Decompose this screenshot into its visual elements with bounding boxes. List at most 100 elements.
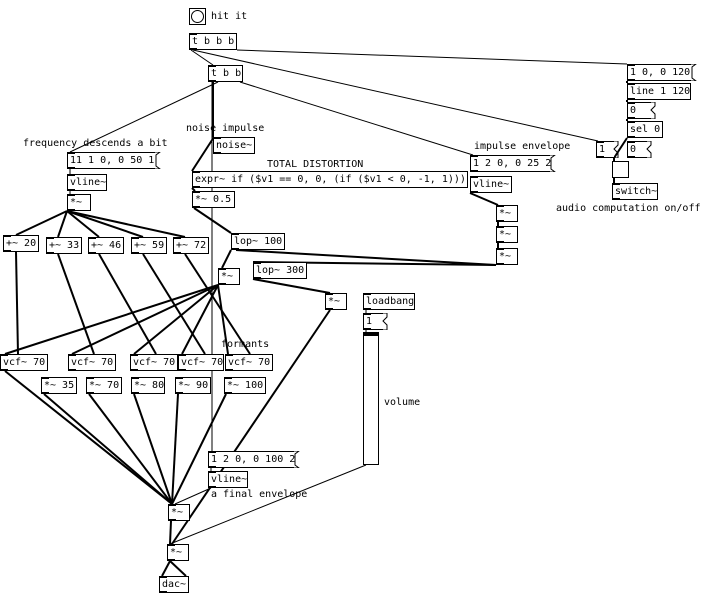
patch-cord <box>66 210 100 238</box>
patch-cord <box>71 284 219 355</box>
message-impulse-envelope[interactable]: 1 2 0, 0 25 2 <box>470 155 556 172</box>
object-vcf-2[interactable]: vcf~ 70 <box>68 354 116 371</box>
comment-noise-impulse: noise impulse <box>186 123 265 134</box>
object-vcf-3[interactable]: vcf~ 70 <box>130 354 178 371</box>
object-mul-80[interactable]: *~ 80 <box>131 377 165 394</box>
object-vline-impulse[interactable]: vline~ <box>470 176 512 193</box>
object-noise[interactable]: noise~ <box>213 137 255 154</box>
comment-impulse-envelope: impulse envelope <box>474 141 571 152</box>
object-vcf-5[interactable]: vcf~ 70 <box>225 354 273 371</box>
number-loadbang-value-text: 1 <box>366 316 373 327</box>
number-sel-right[interactable]: 0 <box>627 141 652 158</box>
patch-cord <box>613 137 628 159</box>
message-ramp-text: 1 0, 0 120 <box>630 67 691 78</box>
patch-cord <box>169 464 367 545</box>
message-freq-envelope-text: 11 1 0, 0 50 1 <box>70 155 155 166</box>
patch-cord <box>142 253 206 355</box>
object-vcf-4[interactable]: vcf~ 70 <box>178 354 224 371</box>
object-mul-35[interactable]: *~ 35 <box>41 377 77 394</box>
dsp-toggle[interactable] <box>612 161 629 178</box>
patch-cord <box>15 210 68 236</box>
object-mul-volume[interactable]: *~ <box>325 293 347 310</box>
comment-audio-computation: audio computation on/off <box>556 203 701 214</box>
object-add-33[interactable]: +~ 33 <box>46 237 82 254</box>
object-mul-70[interactable]: *~ 70 <box>86 377 122 394</box>
patch-cord <box>217 284 229 355</box>
object-vcf-1[interactable]: vcf~ 70 <box>0 354 48 371</box>
patch-cord <box>191 136 215 172</box>
patch-cord <box>15 251 19 355</box>
object-dac[interactable]: dac~ <box>159 576 189 593</box>
object-mul-100[interactable]: *~ 100 <box>224 377 266 394</box>
object-add-72[interactable]: +~ 72 <box>173 237 209 254</box>
object-mul-impulse-1[interactable]: *~ <box>496 205 518 222</box>
patch-cord <box>66 210 144 238</box>
object-mul-impulse-3[interactable]: *~ <box>496 248 518 265</box>
patch-cord <box>252 278 331 294</box>
object-loadbang[interactable]: loadbang <box>363 293 415 310</box>
comment-volume: volume <box>384 397 421 408</box>
object-vline-final[interactable]: vline~ <box>208 471 248 488</box>
object-add-46[interactable]: +~ 46 <box>88 237 124 254</box>
number-line-output[interactable]: 0 <box>627 102 656 119</box>
patch-cord <box>169 560 187 577</box>
patch-cord <box>190 49 214 66</box>
number-toggle-value[interactable]: 1 <box>596 141 619 158</box>
patch-cord <box>469 192 499 206</box>
patch-cord <box>88 393 173 505</box>
message-final-envelope[interactable]: 1 2 0, 0 100 2 <box>208 451 300 468</box>
object-add-59[interactable]: +~ 59 <box>131 237 167 254</box>
patch-cord <box>66 210 186 238</box>
object-add-20[interactable]: +~ 20 <box>3 235 39 252</box>
patch-cord <box>171 309 331 545</box>
object-vline-freq[interactable]: vline~ <box>67 174 107 191</box>
patch-cord <box>221 249 232 269</box>
patch-cord <box>161 560 171 577</box>
hit-bang-button[interactable] <box>189 8 206 25</box>
object-mul-90[interactable]: *~ 90 <box>175 377 211 394</box>
object-line-120[interactable]: line 1 120 <box>627 83 691 100</box>
patch-cord <box>184 253 251 355</box>
patch-cord <box>57 253 95 355</box>
object-switch[interactable]: switch~ <box>612 183 658 200</box>
patch-cord <box>133 393 173 505</box>
volume-slider[interactable] <box>363 332 379 465</box>
patch-cord <box>98 253 157 355</box>
comment-formants: formants <box>221 339 270 350</box>
bang-circle-icon <box>191 10 204 23</box>
volume-slider-knob[interactable] <box>364 333 378 336</box>
number-line-output-text: 0 <box>630 105 637 116</box>
object-mul-impulse-2[interactable]: *~ <box>496 226 518 243</box>
number-toggle-value-text: 1 <box>599 144 606 155</box>
object-sel-0[interactable]: sel 0 <box>627 121 663 138</box>
object-mul-out[interactable]: *~ <box>167 544 189 561</box>
object-lop-100[interactable]: lop~ 100 <box>231 233 285 250</box>
message-ramp[interactable]: 1 0, 0 120 <box>627 64 697 81</box>
comment-total-distortion: TOTAL DISTORTION <box>267 159 364 170</box>
object-mul-sum[interactable]: *~ <box>168 504 190 521</box>
number-loadbang-value[interactable]: 1 <box>363 313 388 330</box>
patch-cord <box>239 81 474 156</box>
object-trigger-bbb[interactable]: t b b b <box>189 33 237 50</box>
object-trigger-bb[interactable]: t b b <box>208 65 243 82</box>
message-freq-envelope[interactable]: 11 1 0, 0 50 1 <box>67 152 161 169</box>
patch-cord <box>57 210 68 238</box>
patch-cord <box>169 520 172 545</box>
patch-cord <box>133 284 219 355</box>
patch-cord <box>171 393 179 505</box>
patch-cord <box>171 393 227 505</box>
object-expr[interactable]: expr~ if ($v1 == 0, 0, (if ($v1 < 0, -1,… <box>192 171 468 188</box>
patch-cord <box>4 284 219 355</box>
object-mul-0-5[interactable]: *~ 0.5 <box>192 191 235 208</box>
patch-cord <box>174 487 212 505</box>
patch-cord <box>43 393 173 505</box>
object-mul-excitation[interactable]: *~ <box>218 268 240 285</box>
object-mul-freq[interactable]: *~ <box>67 194 91 211</box>
message-final-envelope-text: 1 2 0, 0 100 2 <box>211 454 296 465</box>
message-impulse-envelope-text: 1 2 0, 0 25 2 <box>473 158 552 169</box>
object-lop-300[interactable]: lop~ 300 <box>253 262 307 279</box>
patch-cord <box>192 49 599 142</box>
patch-cord <box>191 187 196 192</box>
